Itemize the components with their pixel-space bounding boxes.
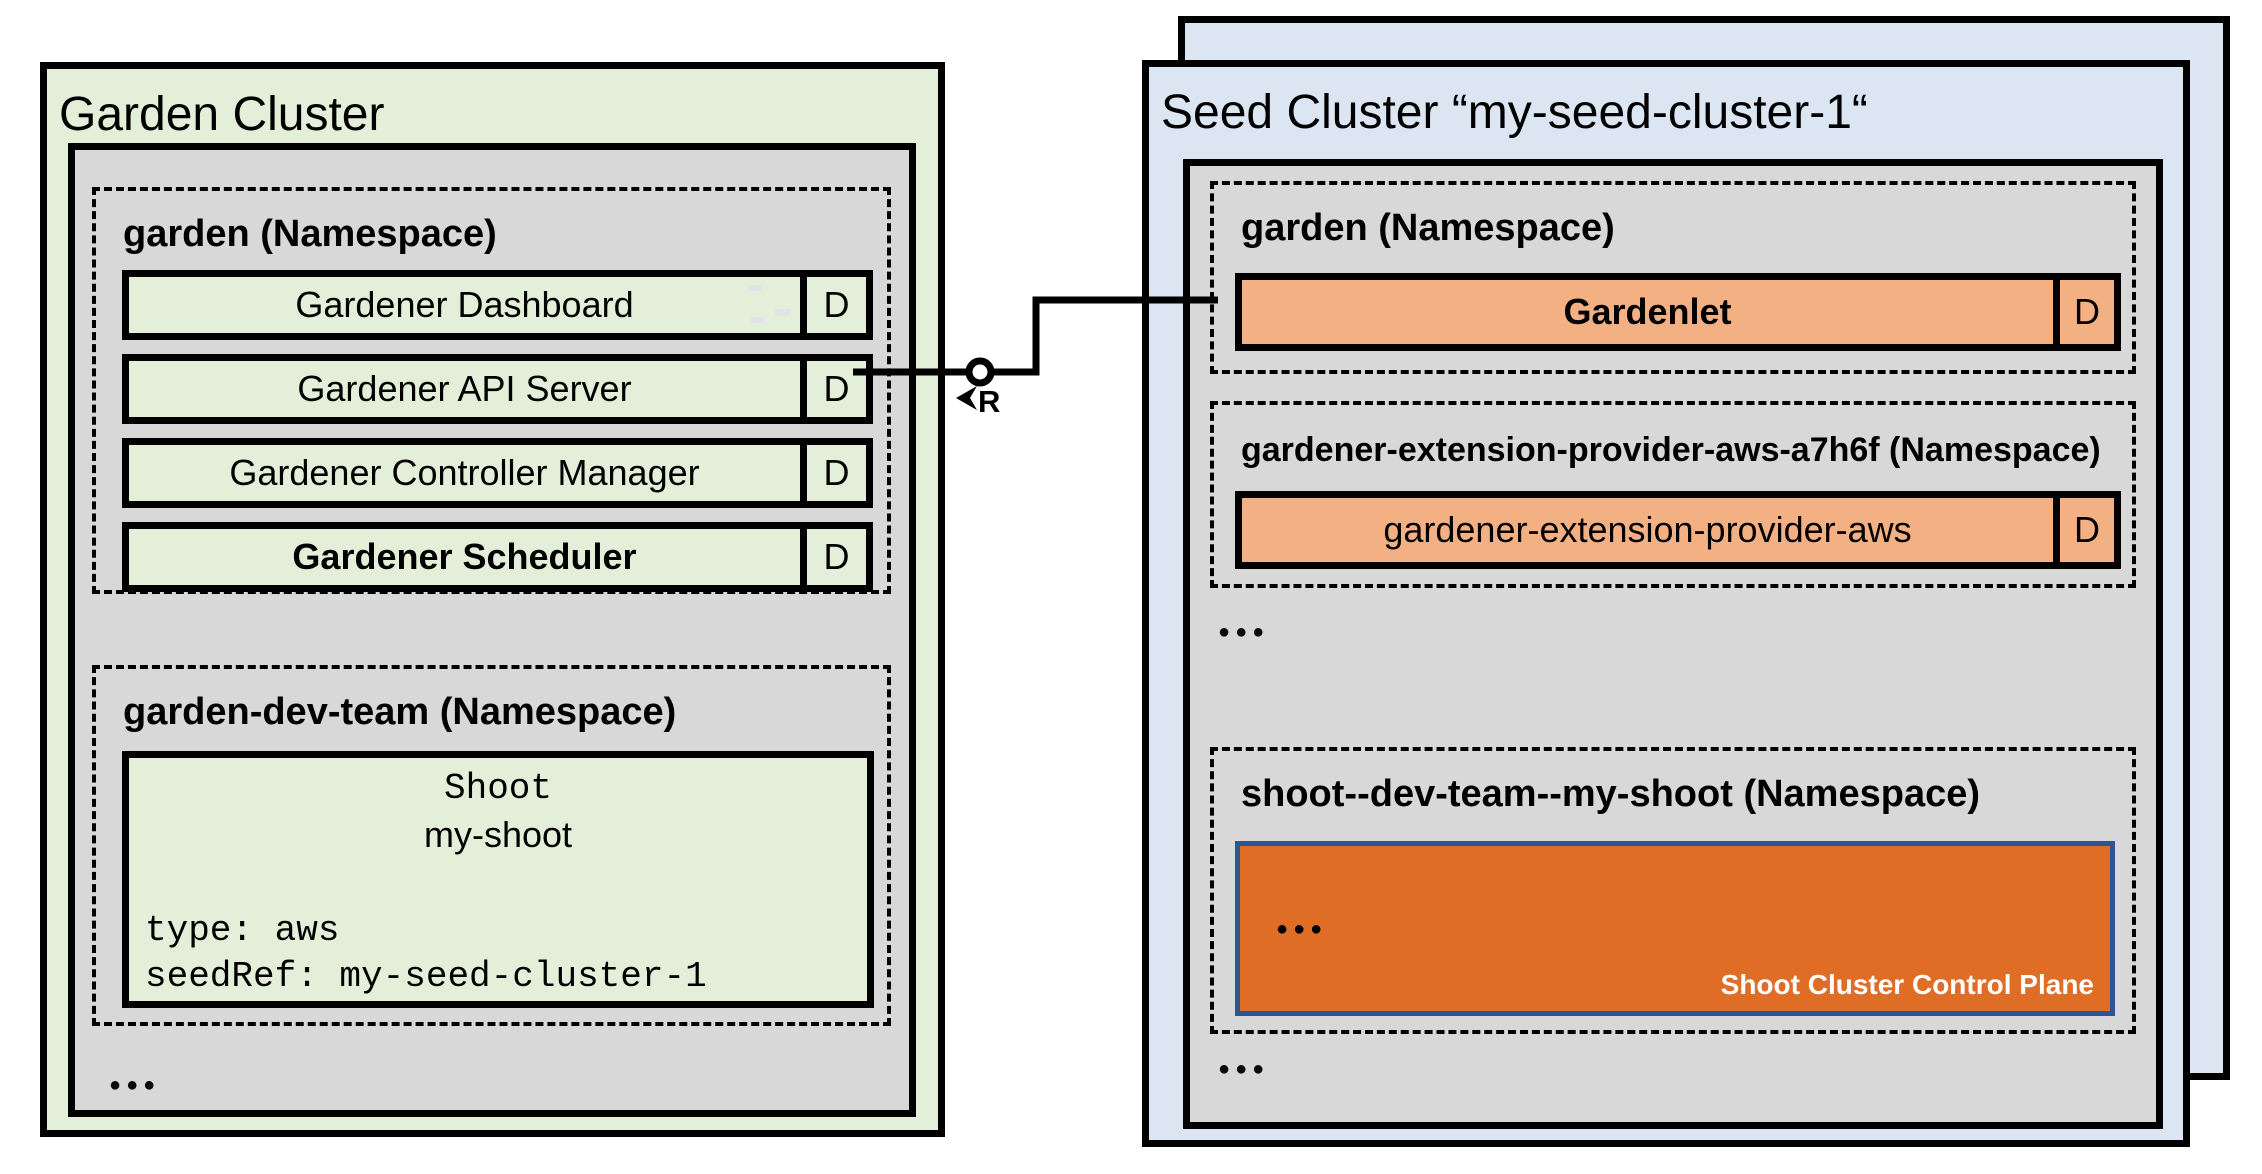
control-plane-label: Shoot Cluster Control Plane — [1720, 969, 2094, 1000]
more-extension-namespaces-indicator: ●●● — [1218, 621, 1270, 643]
shoot-cluster-control-plane-box: ●●● Shoot Cluster Control Plane — [1235, 841, 2115, 1016]
component-label: gardener-extension-provider-aws — [1383, 509, 1912, 550]
garden-namespace-box: garden (Namespace) Gardener Dashboard D … — [92, 187, 891, 594]
component-label: Gardener Dashboard — [295, 284, 634, 325]
connector-r-label: R — [978, 384, 1000, 419]
component-label: Gardener Controller Manager — [229, 452, 700, 493]
component-gardener-api-server: Gardener API Server D — [122, 354, 873, 424]
more-shoot-namespaces-indicator: ●●● — [1218, 1058, 1270, 1080]
shoot-namespace-label: shoot--dev-team--my-shoot (Namespace) — [1241, 773, 1980, 815]
garden-cluster-title: Garden Cluster — [59, 88, 385, 141]
deployment-badge: D — [800, 361, 866, 417]
shoot-resource-box: Shoot my-shoot type: aws seedRef: my-see… — [122, 751, 874, 1008]
component-gardenlet: Gardenlet D — [1235, 273, 2121, 351]
deployment-badge: D — [2053, 498, 2114, 562]
garden-cluster-inner-box: garden (Namespace) Gardener Dashboard D … — [68, 143, 916, 1117]
seed-garden-namespace-box: garden (Namespace) Gardenlet D — [1210, 181, 2136, 374]
more-namespaces-indicator: ●●● — [109, 1074, 161, 1096]
component-gardener-controller-manager: Gardener Controller Manager D — [122, 438, 873, 508]
component-label: Gardener API Server — [297, 368, 632, 409]
component-label: Gardener Scheduler — [292, 536, 637, 577]
component-gardener-scheduler: Gardener Scheduler D — [122, 522, 873, 592]
deployment-badge: D — [800, 445, 866, 501]
deployment-badge: D — [800, 529, 866, 585]
extension-provider-namespace-box: gardener-extension-provider-aws-a7h6f (N… — [1210, 401, 2136, 588]
seed-cluster-box: Seed Cluster “my-seed-cluster-1“ garden … — [1142, 60, 2190, 1147]
faint-mark — [751, 317, 765, 323]
seed-garden-namespace-label: garden (Namespace) — [1241, 207, 1615, 249]
direction-arrow-icon — [956, 386, 977, 410]
garden-cluster-box: Garden Cluster garden (Namespace) Garden… — [40, 62, 945, 1137]
garden-dev-team-namespace-box: garden-dev-team (Namespace) Shoot my-sho… — [92, 665, 891, 1026]
seed-cluster-title: Seed Cluster “my-seed-cluster-1“ — [1161, 86, 1868, 139]
control-plane-more-indicator: ●●● — [1276, 918, 1328, 940]
seed-cluster-inner-box: garden (Namespace) Gardenlet D gardener-… — [1183, 159, 2163, 1129]
deployment-badge: D — [800, 277, 866, 333]
interface-lollipop-icon — [965, 357, 995, 387]
shoot-resource-name: my-shoot — [423, 814, 573, 855]
shoot-spec-type: type: aws — [145, 910, 340, 951]
deployment-badge: D — [2053, 280, 2114, 344]
component-label: Gardenlet — [1563, 291, 1732, 332]
component-gardener-extension-provider-aws: gardener-extension-provider-aws D — [1235, 491, 2121, 569]
faint-mark — [775, 309, 791, 316]
shoot-spec-seedref: seedRef: my-seed-cluster-1 — [145, 956, 707, 997]
faint-mark — [747, 285, 762, 291]
component-gardener-dashboard: Gardener Dashboard D — [122, 270, 873, 340]
shoot-resource-kind: Shoot — [443, 768, 553, 809]
garden-dev-team-namespace-label: garden-dev-team (Namespace) — [123, 691, 677, 733]
garden-namespace-label: garden (Namespace) — [123, 213, 497, 255]
garden-component-list: Gardener Dashboard D Gardener API Server… — [122, 270, 873, 606]
extension-provider-namespace-label: gardener-extension-provider-aws-a7h6f (N… — [1241, 431, 2101, 469]
shoot-namespace-box: shoot--dev-team--my-shoot (Namespace) ●●… — [1210, 747, 2136, 1034]
